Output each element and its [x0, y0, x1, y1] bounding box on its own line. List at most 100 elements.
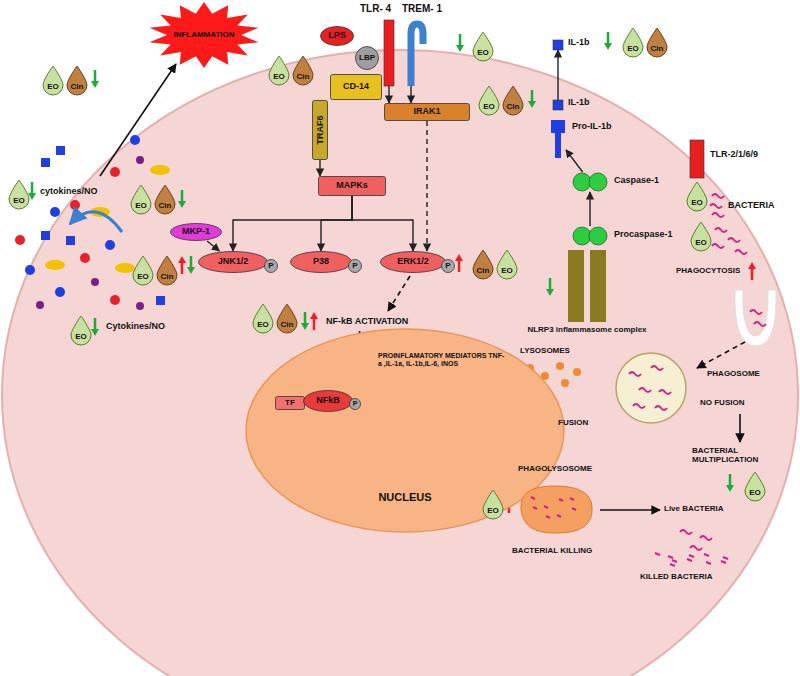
cell-body	[2, 50, 798, 676]
node-label: TLR-2/1/6/9	[710, 150, 758, 160]
killed-bacterium	[721, 561, 726, 563]
signal-arrow	[589, 192, 590, 226]
node-label: P38	[313, 257, 329, 267]
decrease-arrow	[187, 256, 195, 274]
essential-oil-droplet-shape	[130, 185, 152, 215]
node-label: CD-14	[343, 82, 369, 92]
cytokine-particle	[80, 253, 90, 263]
erk-ellipse: ERK1/2	[380, 251, 446, 273]
node-label: JNK1/2	[218, 257, 249, 267]
node-label: P	[268, 262, 273, 271]
lbp-circle: LBP	[355, 46, 379, 70]
inflammation-burst: INFLAMMATION	[148, 2, 260, 68]
killed-bacterium	[706, 562, 711, 564]
nlrp3-complex: NLRP3 inflammasome complex	[566, 250, 608, 322]
pathway-arrow	[697, 342, 745, 368]
signal-arrow	[566, 150, 583, 172]
phospho-circle: P	[348, 259, 362, 273]
tlr4-receptor: TLR- 4	[384, 20, 394, 86]
pathway-arrow	[600, 509, 660, 511]
killed-bacterium	[655, 553, 660, 555]
node-label: Pro-IL-1b	[572, 122, 612, 132]
essential-oil-droplet: EO	[8, 180, 30, 210]
traf6-box: TRAF6	[312, 100, 328, 160]
node-label: EO	[487, 507, 499, 516]
node-label: P	[352, 262, 357, 271]
cinnamaldehyde-droplet-shape	[156, 256, 178, 286]
killed-bacterium	[689, 555, 694, 557]
jnk-ellipse: JNK1/2	[198, 251, 268, 273]
essential-oil-droplet: EO	[132, 256, 154, 286]
essential-oil-droplet-shape	[70, 316, 92, 346]
annotation-label: KILLED BACTERIA	[640, 572, 712, 581]
caspase-circles: Caspase-1	[572, 172, 608, 192]
node-label: EO	[257, 321, 269, 330]
essential-oil-droplet: EO	[472, 32, 494, 62]
essential-oil-droplet-shape	[744, 472, 766, 502]
lps-ellipse: LPS	[320, 26, 354, 46]
annotation-label: Live BACTERIA	[664, 504, 724, 513]
cinnamaldehyde-droplet-shape	[502, 86, 524, 116]
node-label: Cin	[71, 83, 84, 92]
annotation-label: NO FUSION	[700, 398, 744, 407]
cytokine-particle	[25, 265, 35, 275]
pro-il1b-shape: Pro-IL-1b	[550, 120, 566, 158]
lysosome-dot	[556, 362, 564, 370]
phospho-circle: P	[441, 259, 455, 273]
cytokine-particle	[130, 135, 140, 145]
bacterium	[750, 310, 762, 314]
node-label: NLRP3 inflammasome complex	[527, 326, 646, 335]
cinnamaldehyde-droplet: Cin	[276, 304, 298, 334]
bacterium	[710, 204, 722, 208]
mapk-box: MAPKs	[318, 176, 386, 196]
killed-bacterium	[723, 557, 728, 559]
node-label: EO	[501, 267, 513, 276]
node-label: IL-1b	[568, 38, 590, 48]
bacterium	[700, 536, 712, 540]
node-label: Cin	[507, 103, 520, 112]
node-label: Caspase-1	[614, 176, 659, 186]
bacterium	[629, 372, 641, 376]
tlr4-receptor-shape	[384, 20, 394, 86]
signal-arrow	[410, 86, 411, 103]
cytokine-particle	[91, 278, 99, 286]
cytokine-particle	[55, 287, 65, 297]
cytokine-particle	[136, 156, 144, 164]
decrease-arrow	[301, 312, 309, 330]
node-label: MAPKs	[336, 181, 368, 191]
node-label: Cin	[281, 321, 294, 330]
node-label: TRAF6	[315, 115, 325, 144]
signal-arrow	[207, 241, 219, 251]
bacterium	[754, 322, 766, 326]
phagolysosome: PHAGOLYSOSOME	[515, 483, 595, 535]
cytokine-particle	[41, 231, 50, 240]
essential-oil-droplet-shape	[478, 86, 500, 116]
killed-bacterium	[687, 559, 692, 561]
node-label: EO	[137, 273, 149, 282]
irak1-box: IRAK1	[384, 103, 470, 121]
lysosome-dot	[561, 379, 569, 387]
p38-ellipse: P38	[290, 251, 352, 273]
node-label: PHAGOSOME	[707, 370, 760, 379]
node-label: MKP-1	[182, 227, 210, 237]
tf-box: TF	[275, 396, 305, 410]
essential-oil-droplet: EO	[70, 316, 92, 346]
node-label: EO	[627, 45, 639, 54]
decrease-arrow	[178, 190, 186, 208]
essential-oil-droplet: EO	[622, 28, 644, 58]
annotation-label: FUSION	[558, 418, 588, 427]
decrease-arrow	[528, 90, 536, 108]
signal-arrow	[321, 196, 352, 251]
bacterium	[728, 238, 740, 242]
cytokine-particle	[50, 207, 60, 217]
il1b-square: IL-1b	[553, 100, 563, 110]
bacterium	[690, 546, 702, 550]
node-label: EO	[477, 49, 489, 58]
cytokine-particle	[15, 235, 25, 245]
node-label: EO	[135, 202, 147, 211]
curved-arrow	[70, 212, 122, 232]
il1b-square-shape	[553, 40, 563, 50]
node-label: EO	[483, 103, 495, 112]
cytokine-particle	[41, 158, 50, 167]
killed-bacterium	[670, 564, 675, 566]
